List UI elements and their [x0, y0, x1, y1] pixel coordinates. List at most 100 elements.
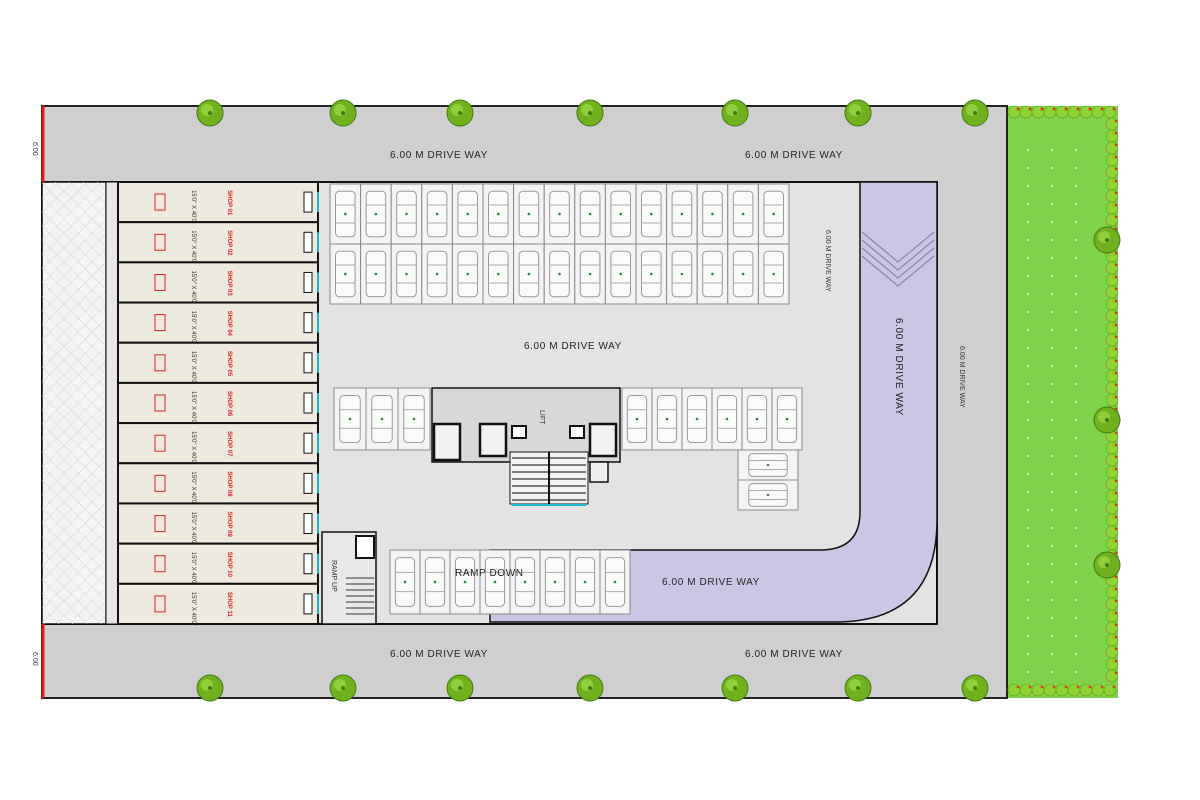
shrub-icon	[1007, 683, 1021, 697]
trees	[196, 99, 1121, 702]
shrub-icon	[1079, 105, 1093, 119]
parking-bay	[621, 387, 653, 451]
tree-icon	[576, 99, 604, 127]
shop-size: 15'0" X 40'0"	[190, 190, 196, 224]
parking-bay	[569, 549, 601, 615]
shop-unit: 15'0" X 40'0" SHOP 01	[117, 181, 319, 224]
shop-unit: 15'0" X 40'0" SHOP 11	[117, 582, 319, 626]
shop-name: SHOP 01	[226, 190, 232, 216]
shop-size: 15'0" X 40'0"	[190, 552, 196, 586]
shop-size: 15'0" X 40'0"	[190, 270, 196, 304]
parking-bay	[482, 243, 515, 305]
parking-bay	[333, 387, 367, 451]
shrub-icon	[1105, 357, 1119, 371]
tree-icon	[1093, 551, 1121, 579]
shop-name: SHOP 09	[226, 512, 232, 538]
parking-bay	[757, 243, 790, 305]
parking-bay	[604, 243, 637, 305]
svg-text:6.00: 6.00	[31, 142, 38, 156]
parking-bay	[539, 549, 571, 615]
shrub-icon	[1019, 683, 1033, 697]
parking-bay	[329, 243, 362, 305]
shop-size: 15'0" X 40'0"	[190, 311, 196, 345]
parking-bay	[421, 243, 453, 305]
shrub-icon	[1105, 297, 1119, 311]
tree-icon	[844, 674, 872, 702]
shrub-icon	[1105, 489, 1119, 503]
shop-name: SHOP 07	[226, 431, 232, 457]
shrub-icon	[1105, 609, 1119, 623]
shrub-icon	[1105, 633, 1119, 647]
shop-unit: 15'0" X 40'0"SHOP 08	[117, 462, 319, 505]
shrub-icon	[1105, 165, 1119, 179]
tree-icon	[961, 674, 989, 702]
shop-unit: 15'0" X 40'0"SHOP 04	[117, 301, 319, 345]
label-drive-vertical-inner: 6.00 M DRIVE WAY	[824, 230, 831, 292]
shop-unit: 15'0" X 40'0"SHOP 09	[117, 502, 319, 545]
shop-wall-strip	[105, 181, 119, 625]
shop-unit: 15'0" X 40'0"SHOP 06	[117, 381, 319, 425]
shrub-icon	[1105, 525, 1119, 539]
lift-shaft-2	[478, 422, 508, 458]
shrub-icon	[1105, 501, 1119, 515]
shrub-icon	[1055, 683, 1069, 697]
parking-bay	[397, 387, 431, 451]
label-drive-vertical-ramp: 6.00 M DRIVE WAY	[893, 318, 904, 416]
shop-unit: 15'0" X 40'0"SHOP 10	[117, 542, 319, 586]
parking-bay	[696, 243, 729, 305]
parking-bay	[513, 183, 545, 245]
parking-bay	[604, 183, 637, 245]
parking-bay	[666, 243, 698, 305]
lift-shaft-3	[588, 422, 618, 458]
tree-icon	[576, 674, 604, 702]
parking-bay	[737, 449, 799, 481]
shrub-icon	[1019, 105, 1033, 119]
parking-bay	[419, 549, 451, 615]
shrub-icon	[1105, 273, 1119, 287]
shrub-icon	[1091, 105, 1105, 119]
shop-name: SHOP 05	[226, 351, 232, 377]
parking-bay	[741, 387, 773, 451]
shop-name: SHOP 02	[226, 230, 232, 256]
parking-bay	[711, 387, 743, 451]
shrub-icon	[1105, 129, 1119, 143]
parking-bay	[727, 243, 759, 305]
label-drive-top-right: 6.00 M DRIVE WAY	[745, 150, 843, 161]
parking-bay	[479, 549, 511, 615]
shrub-icon	[1067, 683, 1081, 697]
parking-bay	[421, 183, 453, 245]
parking-bay	[651, 387, 683, 451]
tree-icon	[1093, 226, 1121, 254]
shop-name: SHOP 11	[226, 592, 232, 618]
shrub-icon	[1105, 213, 1119, 227]
tree-icon	[446, 674, 474, 702]
shrub-icon	[1105, 621, 1119, 635]
parking-bay	[509, 549, 541, 615]
shrub-icon	[1105, 393, 1119, 407]
staircase	[509, 451, 589, 506]
parking-bay	[599, 549, 631, 615]
shrub-icon	[1105, 369, 1119, 383]
parking-bay	[635, 183, 668, 245]
shrub-icon	[1105, 261, 1119, 275]
shrub-icon	[1105, 333, 1119, 347]
shrub-icon	[1105, 321, 1119, 335]
shrub-icon	[1105, 201, 1119, 215]
shrub-icon	[1091, 683, 1105, 697]
green-lawn	[1008, 106, 1118, 698]
tree-icon	[721, 674, 749, 702]
label-ramp-down: RAMP DOWN	[455, 568, 524, 579]
tree-icon	[961, 99, 989, 127]
parking-bay	[635, 243, 668, 305]
shrub-icon	[1105, 645, 1119, 659]
shop-size: 15'0" X 40'0"	[190, 592, 196, 626]
parking-bay	[360, 183, 392, 245]
parking-bays	[329, 183, 803, 615]
shrub-icon	[1105, 513, 1119, 527]
tree-icon	[196, 99, 224, 127]
parking-bay	[451, 243, 484, 305]
shrub-icon	[1103, 105, 1117, 119]
parking-bay	[390, 183, 423, 245]
lift-label: LIFT	[538, 410, 545, 425]
parking-bay	[449, 549, 481, 615]
